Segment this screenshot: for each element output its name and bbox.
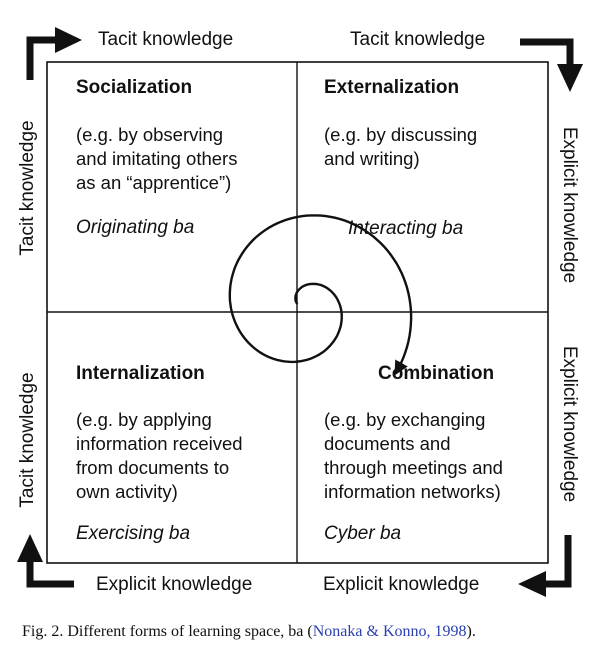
quadrant-externalization: Externalization (e.g. by discussing and … (324, 77, 477, 171)
corner-arrow-top-right (520, 38, 583, 92)
quadrant-description: (e.g. by exchanging documents and throug… (324, 409, 503, 502)
quadrant-title: Externalization (324, 77, 460, 98)
quadrant-ba: Cyber ba (324, 523, 402, 544)
caption-end: ). (466, 623, 476, 640)
quadrant-description: (e.g. by observing and imitating others … (76, 124, 238, 193)
quadrant-title-combination: Combination (378, 363, 495, 384)
edge-label-left-top: Tacit knowledge (17, 120, 38, 256)
caption-citation-link[interactable]: Nonaka & Konno, 1998 (312, 623, 467, 640)
quadrant-description: (e.g. by discussing and writing) (324, 124, 478, 169)
edge-label-bottom-left: Explicit knowledge (96, 574, 253, 595)
caption-text: Fig. 2. Different forms of learning spac… (22, 623, 313, 640)
quadrant-title: Internalization (76, 363, 205, 384)
edge-label-bottom-right: Explicit knowledge (323, 574, 480, 595)
edge-label-top-left: Tacit knowledge (98, 29, 234, 50)
quadrant-socialization: Socialization (e.g. by observing and imi… (76, 77, 237, 239)
edge-label-right-top: Explicit knowledge (559, 126, 580, 284)
edge-label-left-bottom: Tacit knowledge (17, 372, 38, 508)
quadrant-ba-externalization: Interacting ba (348, 218, 464, 239)
quadrant-ba: Exercising ba (76, 523, 191, 544)
figure-caption: Fig. 2. Different forms of learning spac… (22, 623, 476, 641)
edge-label-right-bottom: Explicit knowledge (559, 345, 580, 503)
quadrant-ba: Originating ba (76, 217, 195, 238)
corner-arrow-top-left (26, 27, 82, 80)
quadrant-title: Socialization (76, 77, 193, 98)
corner-arrow-bottom-left (17, 534, 74, 588)
quadrant-description: (e.g. by applying information received f… (76, 409, 243, 502)
corner-arrow-bottom-right (518, 535, 572, 597)
edge-label-top-right: Tacit knowledge (350, 29, 486, 50)
quadrant-internalization: Internalization (e.g. by applying inform… (76, 363, 243, 545)
quadrant-combination: (e.g. by exchanging documents and throug… (324, 408, 503, 545)
knowledge-spiral (228, 214, 413, 376)
